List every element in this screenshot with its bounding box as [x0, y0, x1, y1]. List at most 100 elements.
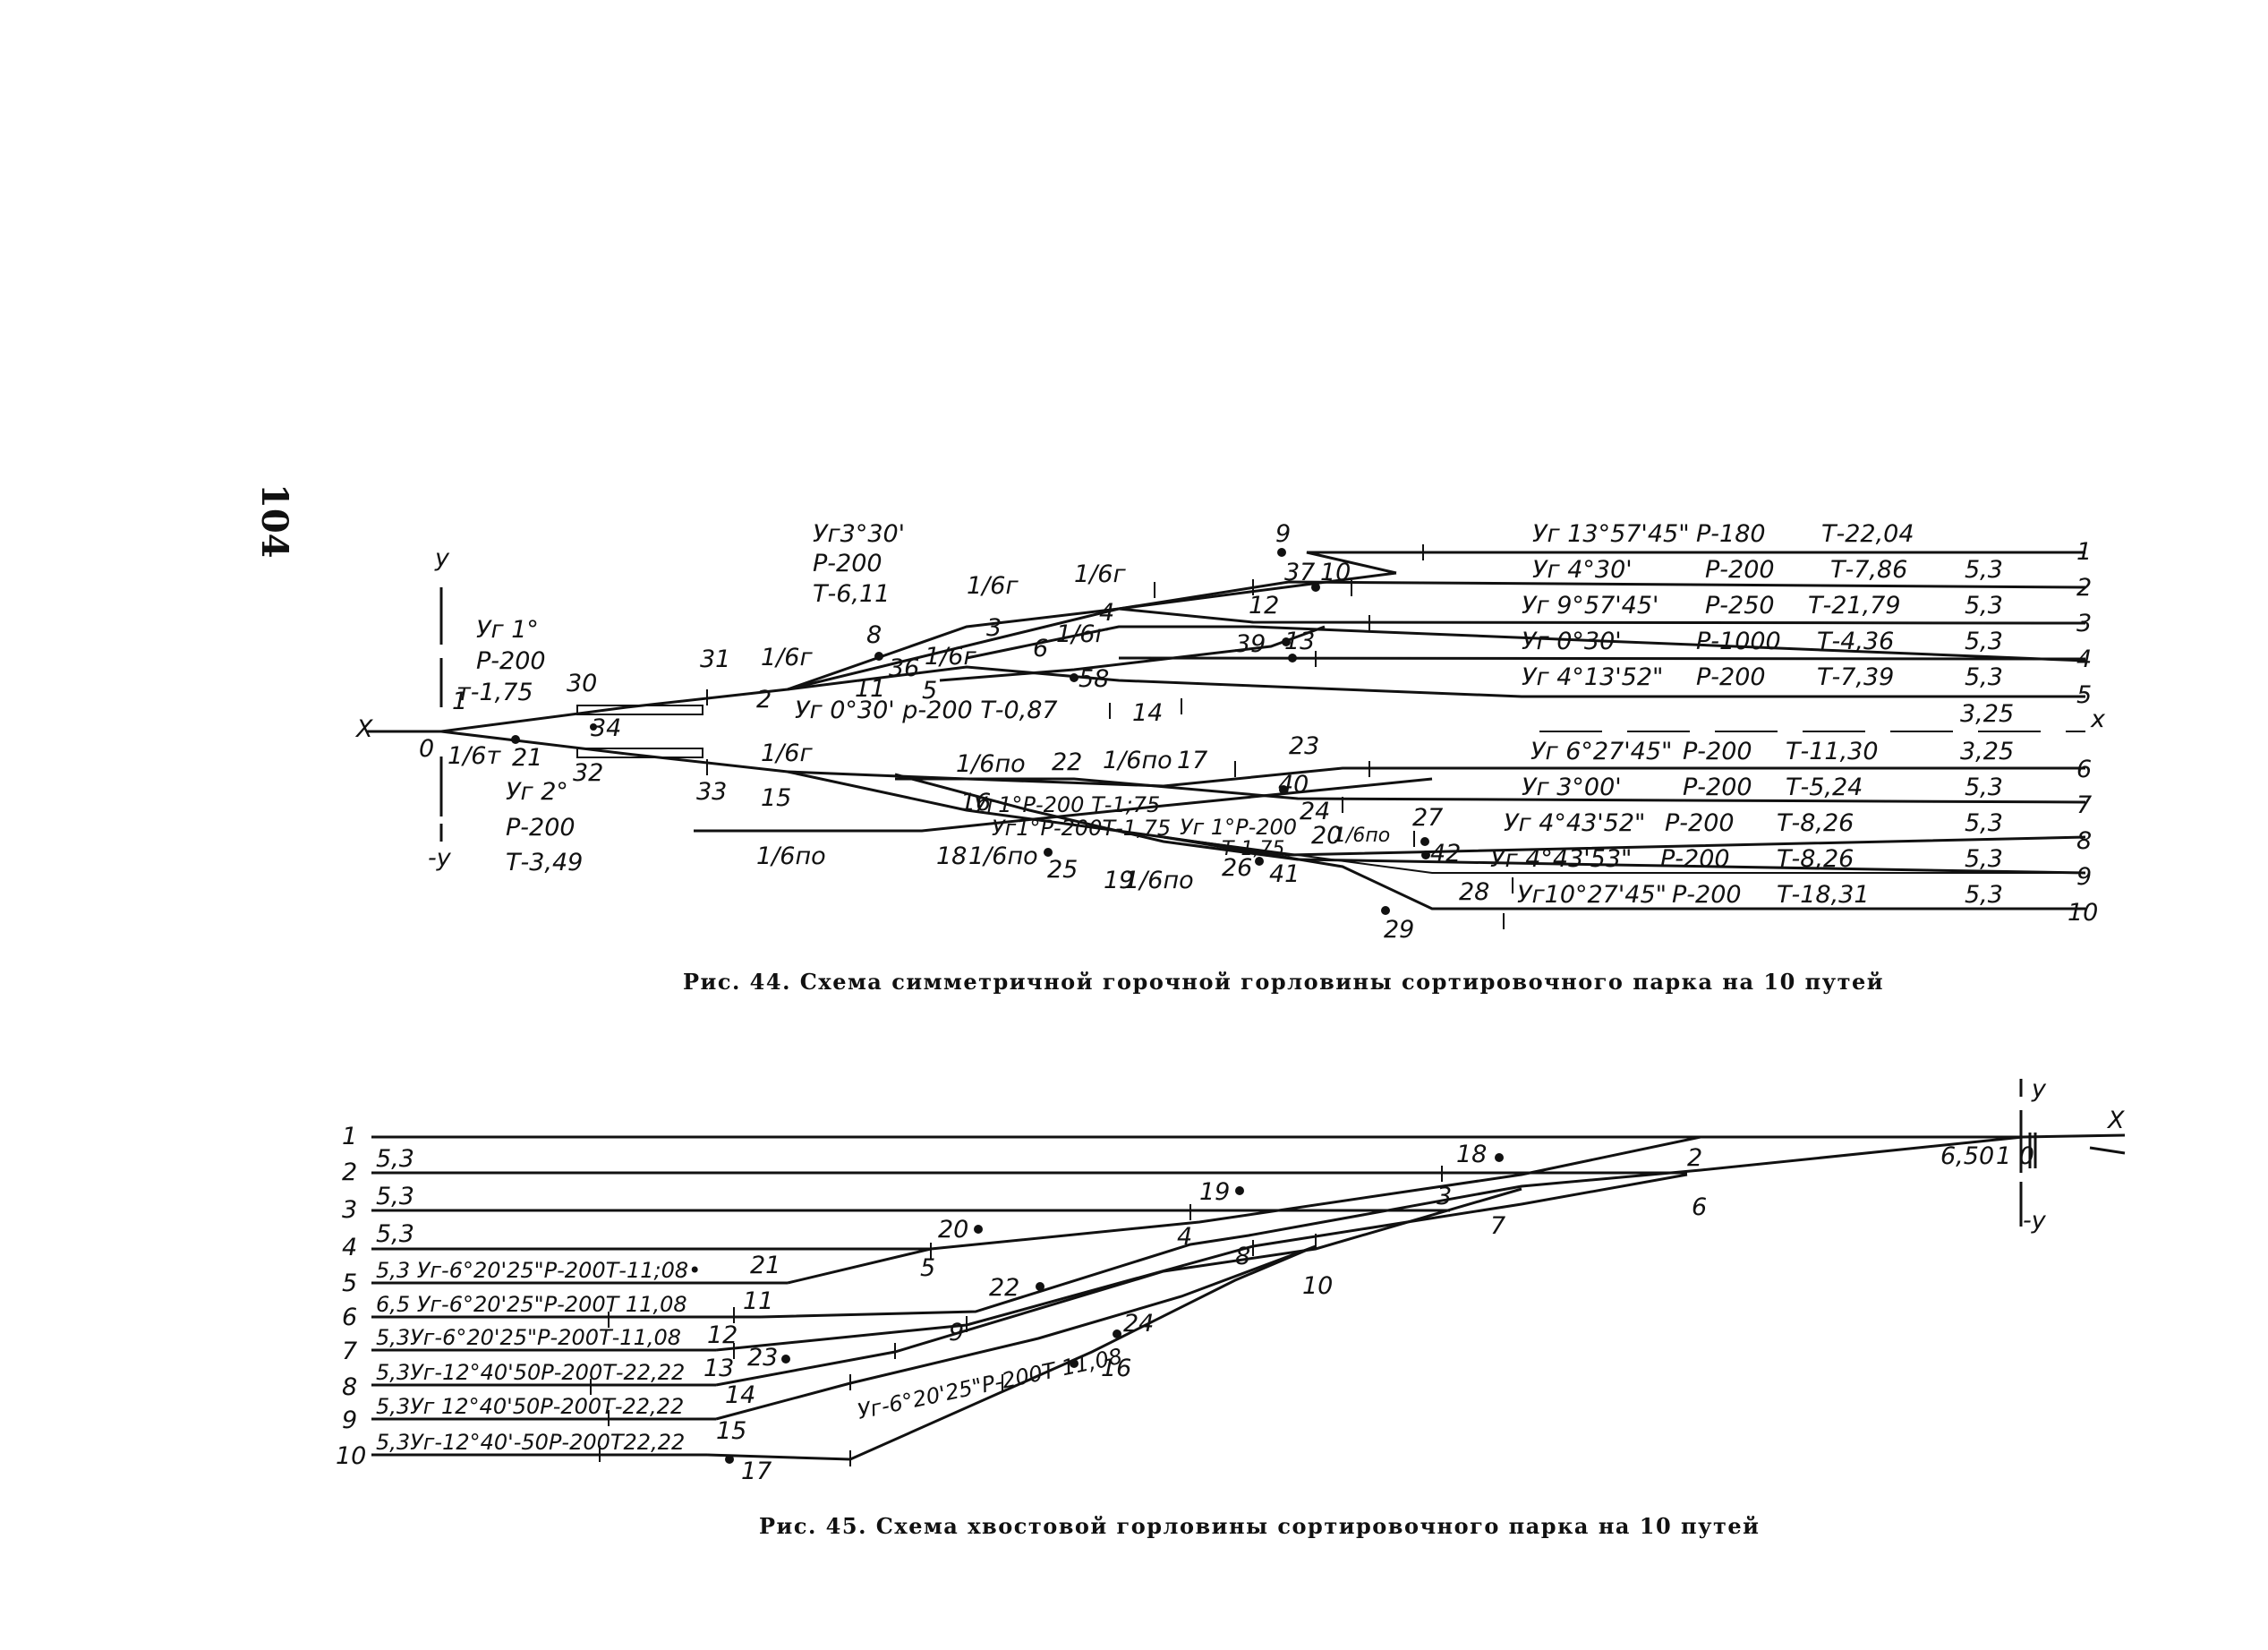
track-label: 5,3Уг-12°40'50Р-200Т-22,22	[376, 1360, 685, 1385]
switch-parameter-label: 1/6по	[1334, 825, 1390, 847]
track-tangent: Т-7,39	[1817, 663, 1894, 691]
track-number: 9	[2076, 863, 2092, 891]
track-number: 1	[2076, 538, 2092, 566]
track-distance: 3,25	[1960, 700, 2014, 728]
track-radius: Р-200	[1660, 845, 1730, 873]
upper-curve-radius: Р-200	[813, 550, 882, 577]
track-tangent: Т-5,24	[1786, 774, 1863, 801]
track-number: 8	[342, 1373, 357, 1401]
point-label: 13	[1284, 628, 1315, 655]
track-radius: Р-200	[1683, 738, 1752, 765]
switch-type: 1/6г	[761, 740, 813, 767]
track-number: 3	[2076, 610, 2092, 637]
track-label: 6,5 Уг-6°20'25"Р-200Т 11,08	[376, 1292, 687, 1317]
track-distance: 5,3	[1965, 556, 2003, 584]
track-angle: Уг 0°30'	[1522, 628, 1622, 655]
point-label: 21	[750, 1252, 780, 1279]
track-number: 9	[342, 1406, 357, 1434]
track-number: 4	[342, 1234, 357, 1261]
point-label: 15	[716, 1417, 746, 1445]
point-label: 12	[1249, 592, 1279, 620]
switch-parameter-label: Уг 1°Р-200	[1180, 815, 1297, 840]
point-label: 30	[567, 670, 597, 697]
switch-type: 1/6по	[956, 750, 1026, 778]
point-label: 10	[1320, 559, 1351, 586]
point-label: 18	[1456, 1141, 1487, 1168]
track-angle: Уг 4°30'	[1532, 556, 1633, 584]
track-label: 5,3	[376, 1220, 414, 1248]
figure-44-caption: Рис. 44. Схема симметричной горочной гор…	[683, 969, 1885, 995]
track-number: 4	[2076, 645, 2092, 673]
point-label: 9	[949, 1319, 964, 1347]
switch-parameter-label: Т-1,75	[1222, 838, 1284, 860]
point-label: 20	[1311, 822, 1342, 850]
track-distance: 5,3	[1965, 881, 2003, 909]
track-angle: Уг 4°43'53"	[1490, 845, 1632, 873]
track-number: 6	[2076, 756, 2092, 783]
track-number: 1	[342, 1123, 357, 1150]
point-label: 5	[920, 1254, 935, 1282]
point-label: 3	[1437, 1183, 1452, 1210]
track-tangent: Т-18,31	[1777, 881, 1870, 909]
point-label: 8	[1235, 1243, 1250, 1270]
point-label: 6	[1033, 635, 1048, 663]
point-label: 11	[855, 675, 885, 703]
track-angle: Уг 3°00'	[1522, 774, 1622, 801]
point-label: 19	[1199, 1178, 1230, 1206]
track-label: 5,3	[376, 1145, 414, 1173]
point-label: 11	[743, 1287, 773, 1315]
track-angle: Уг 6°27'45"	[1530, 738, 1672, 765]
track-angle: Уг 4°13'52"	[1522, 663, 1663, 691]
point-label: 27	[1412, 804, 1443, 832]
first-switch-radius: Р-200	[476, 647, 546, 675]
track-label: 5,3 Уг-6°20'25"Р-200Т-11;08•	[376, 1258, 701, 1283]
track-parameter-table: Уг 13°57'45" Р-180 Т-22,04 1 Уг 4°30' Р-…	[1490, 520, 2098, 927]
track-number: 2	[2076, 574, 2092, 602]
switch-type: 1/6по	[1124, 867, 1194, 894]
axis-y-neg-label: -у	[2023, 1207, 2047, 1235]
point-label: 20	[938, 1216, 968, 1244]
point-label: 41	[1269, 860, 1300, 888]
track-angle: Уг 4°43'52"	[1504, 809, 1645, 837]
point-label: 31	[700, 645, 730, 673]
track-distance: 5,3	[1965, 663, 2003, 691]
track-number: 2	[342, 1158, 357, 1186]
track-number: 5	[342, 1270, 357, 1297]
track-distance: 5,3	[1965, 592, 2003, 620]
axis-one-label: 1	[452, 688, 467, 715]
track-tangent: Т-4,36	[1817, 628, 1894, 655]
point-label: 2	[1687, 1144, 1702, 1172]
axis-x-right-label: х	[2090, 705, 2106, 733]
point-label: 58	[1079, 665, 1109, 693]
point-label: 32	[573, 759, 603, 787]
track-distance: 5,3	[1965, 628, 2003, 655]
origin-label: 0	[419, 735, 434, 763]
point-label: 42	[1430, 840, 1461, 868]
point-label: 23	[1289, 732, 1319, 760]
track-radius: Р-200	[1705, 556, 1775, 584]
point-label: 2	[756, 686, 772, 714]
switch-type: 1/6г	[925, 643, 976, 671]
track-tangent: Т-21,79	[1808, 592, 1901, 620]
point-label: 25	[1047, 856, 1078, 884]
track-distance: 5,3	[1965, 774, 2003, 801]
lower-switch-angle: Уг 2°	[506, 778, 568, 806]
point-label: 24	[1300, 798, 1330, 825]
point-label: 3	[986, 614, 1002, 642]
track-label: 5,3	[376, 1183, 414, 1210]
track-number: 5	[2076, 681, 2092, 709]
track-radius: Р-1000	[1696, 628, 1781, 655]
switch-type: 1/6г	[761, 644, 813, 671]
upper-curve-tangent: Т-6,11	[813, 580, 890, 608]
track-tangent: Т-7,86	[1830, 556, 1907, 584]
point-label: 36	[889, 654, 919, 682]
point-label: 28	[1459, 878, 1489, 906]
switch-type: 1/6по	[968, 842, 1038, 870]
figure-45-caption: Рис. 45. Схема хвостовой горловины сорти…	[759, 1513, 1761, 1539]
first-switch-angle: Уг 1°	[476, 616, 539, 644]
switch-type: 1/6по	[756, 842, 826, 870]
track-label: 5,3Уг-6°20'25"Р-200Т-11,08	[376, 1325, 681, 1350]
axis-x-label: Х	[2106, 1107, 2125, 1134]
point-label: 17	[741, 1458, 772, 1485]
